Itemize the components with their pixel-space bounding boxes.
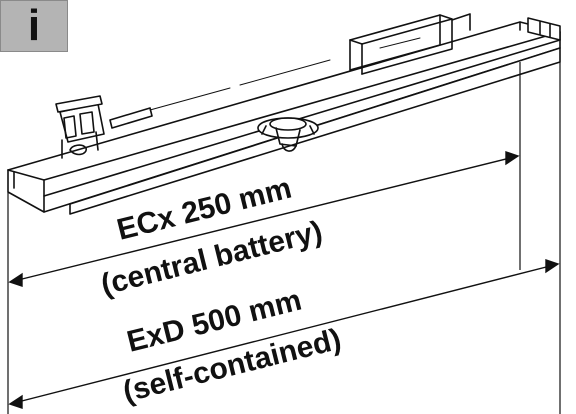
info-icon: i [0,0,68,52]
mounting-clamp [55,95,153,159]
dimension-line-ecx [8,151,520,287]
end-connector [527,17,561,41]
driver-box [349,13,471,75]
extension-lines [7,62,561,414]
sensor-dome [257,117,319,152]
dimension-line-exd [8,259,560,409]
